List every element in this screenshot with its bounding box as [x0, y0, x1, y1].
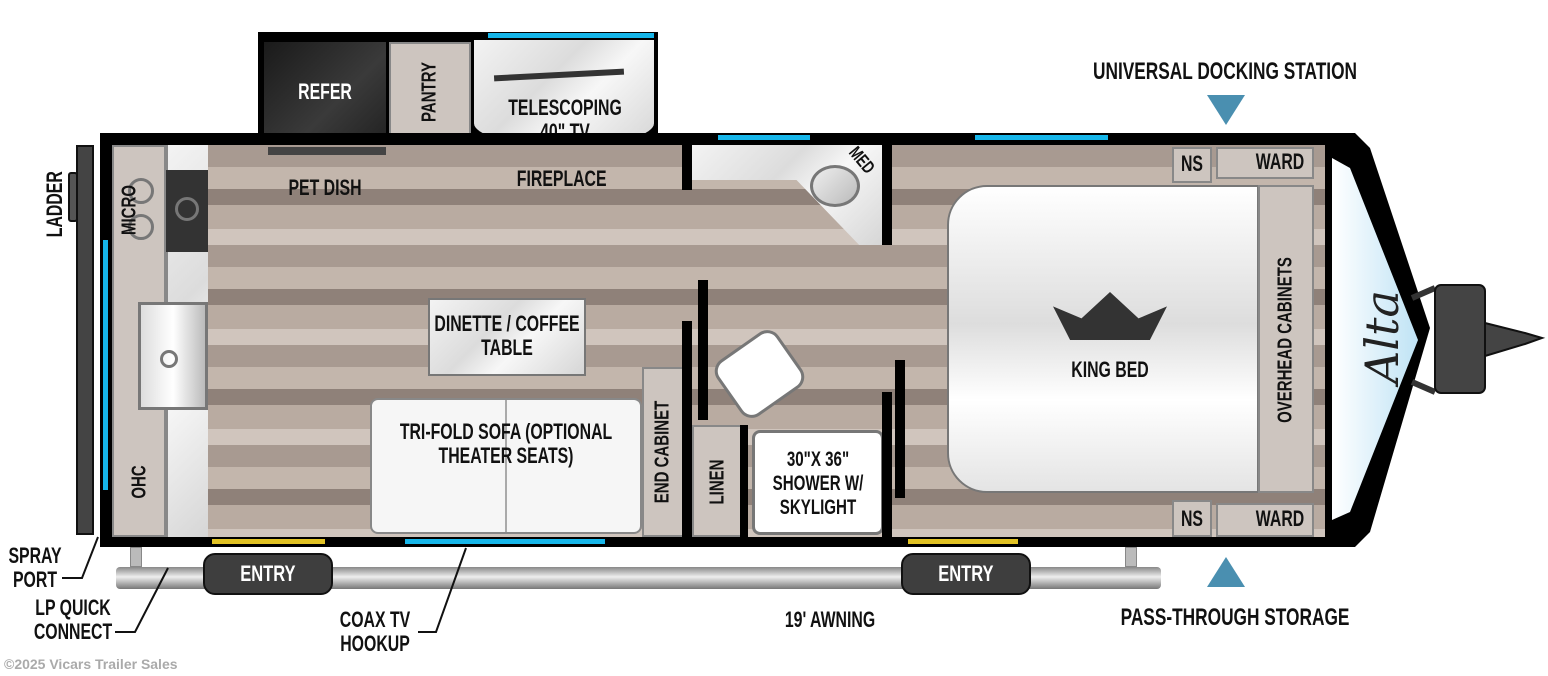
nightstand — [1172, 500, 1212, 537]
entry-2-label: ENTRY — [938, 561, 994, 586]
docking-label: UNIVERSAL DOCKING STATION — [1092, 58, 1358, 85]
awning-support — [1125, 547, 1137, 567]
sofa-label: TRI-FOLD SOFA (OPTIONAL THEATER SEATS) — [399, 419, 613, 468]
watermark: ©2025 Vicars Trailer Sales — [4, 656, 178, 672]
ladder — [76, 145, 94, 535]
nightstand — [1172, 147, 1212, 183]
window — [975, 135, 1108, 140]
wall — [882, 145, 892, 245]
ward-bottom-label: WARD — [1255, 506, 1305, 531]
ns-top-label: NS — [1180, 151, 1204, 176]
ns-bottom-label: NS — [1180, 506, 1204, 531]
wardrobe — [1216, 503, 1314, 537]
entry-1-label: ENTRY — [240, 561, 296, 586]
burner-icon — [128, 178, 154, 204]
faucet-icon — [160, 350, 178, 368]
pet-dish-label: PET DISH — [288, 175, 362, 200]
fireplace-label: FIREPLACE — [516, 166, 607, 191]
awning-support — [130, 547, 142, 567]
awning-label: 19' AWNING — [784, 607, 876, 632]
dinette-label: DINETTE / COFFEE TABLE — [434, 311, 580, 360]
wall — [882, 392, 892, 537]
burner-icon — [128, 214, 154, 240]
entry-2[interactable]: ENTRY — [901, 553, 1031, 595]
wall — [895, 360, 905, 498]
window — [103, 240, 108, 490]
burner-icon — [175, 197, 199, 221]
ward-top-label: WARD — [1255, 149, 1305, 174]
dinette-table[interactable] — [428, 298, 586, 376]
entry-1[interactable]: ENTRY — [203, 553, 333, 595]
sofa-divider — [505, 400, 507, 532]
wardrobe — [1216, 147, 1314, 179]
window — [488, 33, 654, 38]
spray-port-label: SPRAY PORT — [8, 543, 62, 592]
wall — [698, 280, 708, 420]
wall — [740, 425, 748, 537]
down-arrow-icon — [1207, 95, 1245, 125]
linen-cabinet — [692, 425, 742, 537]
wall — [682, 321, 692, 537]
ladder-bracket — [68, 172, 78, 222]
refer-base — [268, 147, 386, 155]
awning-bar — [116, 567, 1161, 589]
coax-label: COAX TV HOOKUP — [339, 607, 411, 656]
shower-label: 30"X 36" SHOWER W/ SKYLIGHT — [772, 448, 864, 519]
tv-cabinet — [474, 40, 654, 144]
king-bed-label: KING BED — [1071, 357, 1149, 382]
overhead-cabinets — [1258, 185, 1314, 493]
window — [405, 539, 605, 544]
window — [718, 135, 810, 140]
up-arrow-icon — [1207, 557, 1245, 587]
refer-label: REFER — [298, 79, 352, 104]
entry-door[interactable] — [908, 539, 1018, 544]
bath-sink-icon — [810, 165, 860, 207]
front-cap — [1325, 133, 1546, 547]
lp-quick-connect-label: LP QUICK CONNECT — [33, 595, 113, 644]
refrigerator — [264, 42, 386, 142]
wall — [682, 145, 692, 190]
pass-through-label: PASS-THROUGH STORAGE — [1120, 604, 1350, 631]
entry-door[interactable] — [212, 539, 325, 544]
